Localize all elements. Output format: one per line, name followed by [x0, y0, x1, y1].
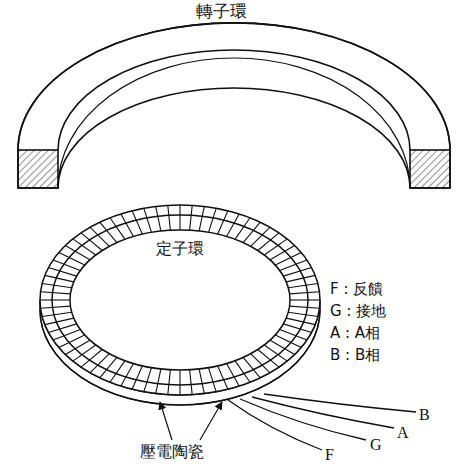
stator-tooth: [168, 205, 171, 230]
wire-label: F: [325, 446, 334, 464]
stator-tooth: [144, 208, 152, 232]
lead-wires: [228, 394, 416, 450]
stator-tooth: [179, 370, 180, 395]
stator-ring: [40, 205, 320, 405]
stator-tooth: [65, 246, 90, 260]
part-name: 壓電陶瓷: [140, 443, 204, 461]
wire-label: A: [397, 424, 409, 442]
stator-tooth: [218, 366, 228, 390]
stator-tooth: [144, 368, 152, 392]
stator-tooth: [179, 205, 180, 230]
stator-tooth: [156, 206, 161, 231]
rotor-ring: [18, 23, 450, 188]
stator-tooth: [40, 299, 70, 300]
stator-tooth: [283, 324, 311, 333]
stator-tooth: [218, 211, 228, 235]
stator-tooth: [290, 306, 320, 308]
stator-tooth: [199, 206, 204, 231]
stator-tooth: [41, 292, 71, 294]
stator-tooth: [90, 354, 109, 373]
key-line: G : 接地: [330, 303, 386, 320]
stator-tooth: [283, 268, 311, 277]
part-name: 定子環: [156, 240, 204, 258]
stator-tooth: [121, 363, 134, 386]
wire-label: G: [370, 436, 382, 454]
stator-tooth: [235, 218, 250, 240]
stator-tooth: [190, 205, 193, 230]
stator-tooth: [41, 306, 71, 308]
stator-tooth: [110, 361, 125, 383]
stator-tooth: [270, 340, 295, 354]
stator-tooth: [243, 357, 260, 378]
stator-tooth: [286, 275, 315, 282]
wire-label: B: [419, 406, 430, 424]
stator-tooth: [264, 239, 287, 255]
stator-tooth: [251, 227, 270, 246]
stator-tooth: [288, 284, 318, 288]
stator-tooth: [199, 369, 204, 394]
stator-tooth: [110, 218, 125, 240]
key-line: F : 反饋: [330, 281, 383, 298]
stator-tooth: [156, 369, 161, 394]
stator-tooth: [290, 299, 320, 300]
part-name: 轉子環: [196, 2, 247, 21]
stator-tooth: [209, 208, 217, 232]
key-line: A : A相: [330, 325, 380, 342]
stator-tooth: [45, 318, 74, 325]
leader-lines: [160, 402, 222, 440]
stator-tooth: [286, 318, 315, 325]
stator-tooth: [209, 368, 217, 392]
stator-tooth: [121, 214, 134, 237]
stator-tooth: [288, 312, 318, 316]
stator-tooth: [48, 268, 76, 277]
key-line: B : B相: [330, 347, 380, 364]
stator-tooth: [168, 370, 171, 395]
stator-tooth: [258, 233, 279, 251]
stator-tooth: [132, 366, 142, 390]
stator-tooth: [100, 222, 117, 243]
stator-tooth: [48, 324, 76, 333]
stator-tooth: [73, 345, 96, 361]
stator-tooth: [53, 330, 80, 341]
stator-tooth: [280, 260, 307, 271]
stator-tooth: [45, 275, 74, 282]
stator-tooth: [190, 370, 193, 395]
stator-tooth: [235, 361, 250, 383]
stator-tooth: [73, 239, 96, 255]
stator-tooth: [227, 363, 240, 386]
stator-tooth: [81, 350, 102, 368]
stator-tooth: [42, 284, 72, 288]
stator-tooth: [42, 312, 72, 316]
stator-tooth: [227, 214, 240, 237]
stator-tooth: [264, 345, 287, 361]
stator-tooth: [132, 211, 142, 235]
stator-tooth: [290, 292, 320, 294]
